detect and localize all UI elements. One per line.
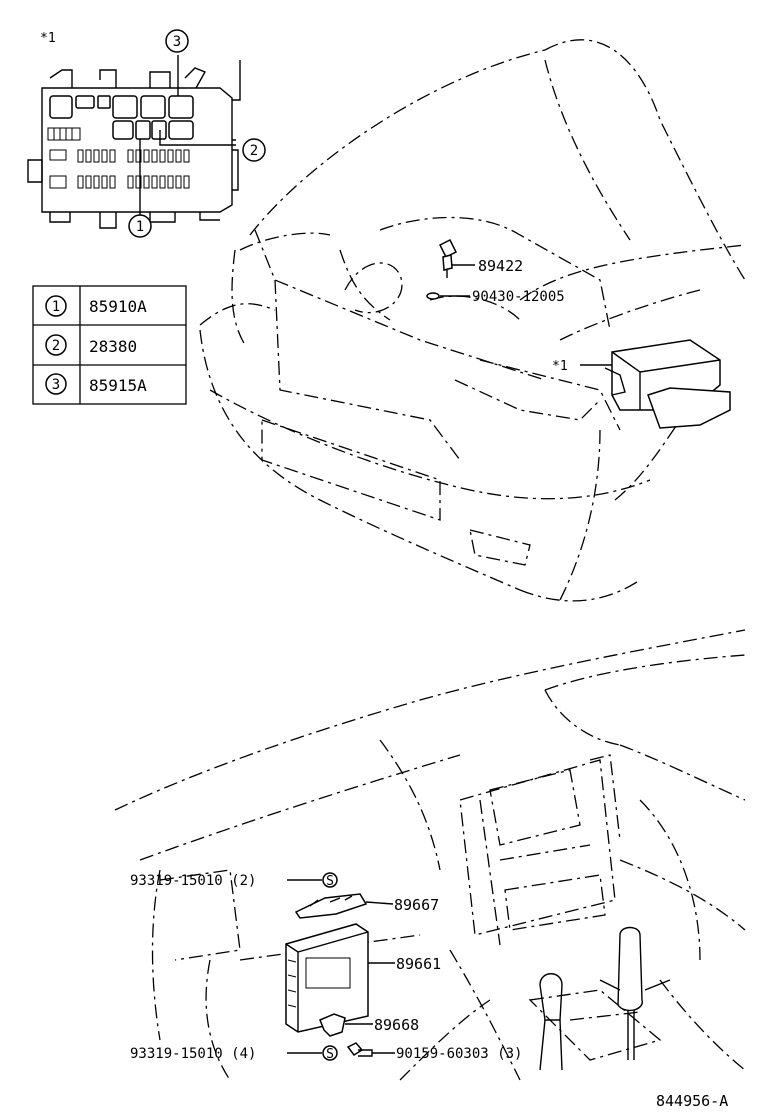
ecu-part-number: 89661 [396, 955, 441, 973]
legend-part-2: 28380 [89, 337, 137, 356]
legend-table: 1 85910A 2 28380 3 85915A [32, 285, 187, 405]
gasket-part-number: 90430-12005 [472, 289, 565, 305]
fuse-slot [175, 175, 182, 189]
note-mark-top: *1 [40, 31, 56, 46]
shift-lever [539, 926, 671, 1071]
callout-1: 1 [136, 219, 144, 235]
fuse-slot [183, 149, 190, 163]
bracket-part-number: 89667 [394, 896, 439, 914]
clip-top-symbol: S [326, 874, 334, 889]
fuse-slot [159, 149, 166, 163]
fuse-slot [159, 175, 166, 189]
legend-index-2: 2 [52, 338, 60, 354]
fuse-slot [127, 175, 134, 189]
fuse-slot [93, 149, 100, 163]
fuse-slot [93, 175, 100, 189]
fuse-slot [85, 149, 92, 163]
note-mark-engine: *1 [552, 359, 568, 374]
fuse-slot [167, 175, 174, 189]
figure-code: 844956-A [656, 1092, 728, 1110]
ecu-89661: 89661 [285, 923, 441, 1033]
fuse-slot [101, 149, 108, 163]
fuse-slot [183, 175, 190, 189]
relay-block: *1 3 2 1 [27, 29, 266, 238]
fuse-slot [143, 149, 150, 163]
computer-unit-engine-bay: *1 [552, 339, 731, 429]
fuse-slot [151, 149, 158, 163]
legend-index-3: 3 [52, 377, 60, 393]
fuse-slot [167, 149, 174, 163]
fuse-slot [77, 175, 84, 189]
dashboard-outline [114, 629, 746, 1081]
bracket-89668: 89668 [319, 1013, 419, 1037]
callout-3: 3 [173, 34, 181, 50]
vehicle-front-outline [199, 39, 746, 602]
fuse-slot [127, 149, 134, 163]
legend-part-3: 85915A [89, 376, 147, 395]
fuse-slot [109, 149, 116, 163]
bracket-lower-part-number: 89668 [374, 1016, 419, 1034]
fuse-slot [175, 149, 182, 163]
clip-bottom-symbol: S [326, 1047, 334, 1062]
clips-and-bolt: S 93319-15010 (2) S 93319-15010 (4) 9015… [130, 872, 522, 1062]
fuse-slot [143, 175, 150, 189]
legend-part-1: 85910A [89, 297, 147, 316]
bolt-part-number: 90159-60303 (3) [396, 1046, 522, 1062]
bracket-89667: 89667 [294, 893, 439, 919]
fuse-slot [101, 175, 108, 189]
clip-top-part-number: 93319-15010 (2) [130, 873, 256, 889]
fuse-slot [151, 175, 158, 189]
fuse-slot [109, 175, 116, 189]
fuse-slot [85, 175, 92, 189]
callout-2: 2 [250, 143, 258, 159]
sensor-assembly: 89422 90430-12005 [426, 238, 565, 305]
fuse-slot [135, 175, 142, 189]
fuse-slot [77, 149, 84, 163]
clip-bottom-part-number: 93319-15010 (4) [130, 1046, 256, 1062]
sensor-part-number: 89422 [478, 257, 523, 275]
fuse-slot [135, 149, 142, 163]
legend-index-1: 1 [52, 299, 60, 315]
